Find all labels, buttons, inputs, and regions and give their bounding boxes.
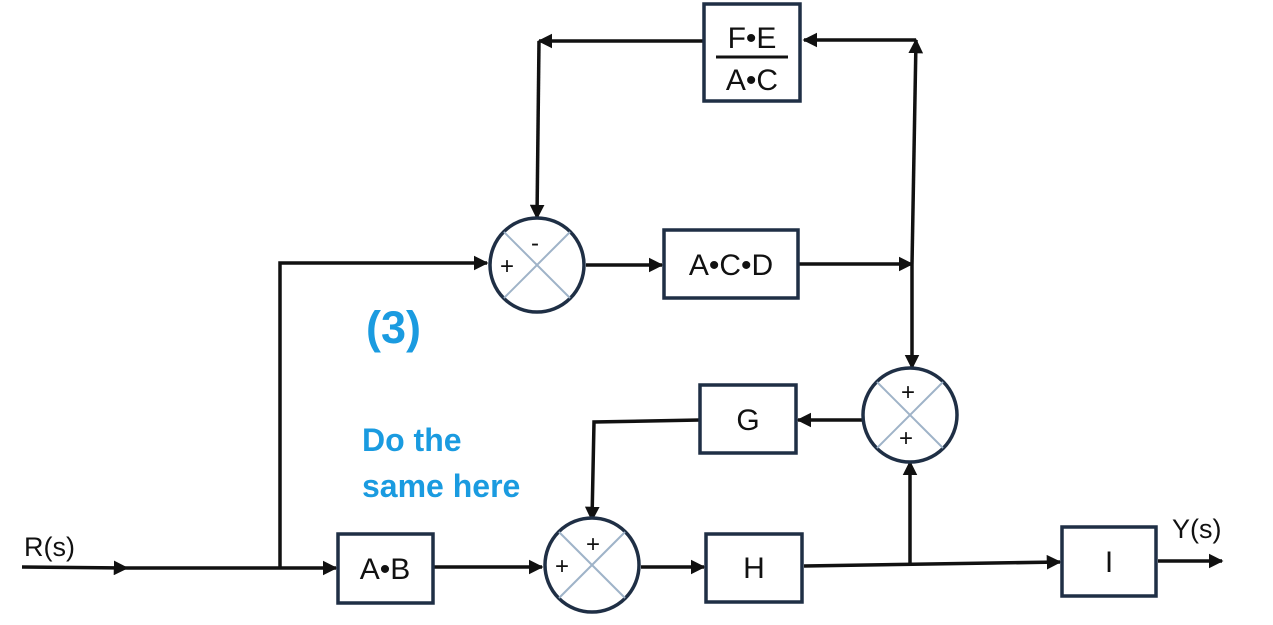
- summing-junction-top: + -: [488, 216, 586, 314]
- fe-ac-numerator: F•E: [728, 22, 777, 55]
- right-junction-top-sign: +: [901, 379, 915, 406]
- block-h: H: [704, 532, 804, 604]
- block-g: G: [698, 383, 798, 455]
- acd-label: A•C•D: [689, 249, 773, 282]
- right-junction-bottom-sign: +: [899, 425, 913, 452]
- block-fe-ac: F•E A•C: [702, 2, 802, 103]
- branch-up-line: [278, 255, 489, 568]
- input-arrow: [21, 560, 129, 576]
- summing-junction-bottom: + +: [543, 516, 641, 614]
- fe-ac-denominator: A•C: [726, 64, 778, 97]
- signal-lines: [21, 32, 1224, 576]
- top-junction-left-sign: +: [500, 253, 514, 280]
- output-label: Y(s): [1172, 514, 1222, 544]
- g-label: G: [736, 404, 759, 437]
- block-ab: A•B: [336, 532, 435, 605]
- summing-junction-right: + +: [861, 366, 959, 464]
- h-label: H: [743, 552, 765, 585]
- i-label: I: [1105, 546, 1113, 579]
- bottom-junction-left-sign: +: [555, 553, 569, 580]
- note-line-2: same here: [362, 468, 520, 504]
- bottom-junction-top-sign: +: [586, 531, 600, 558]
- input-label: R(s): [24, 532, 75, 562]
- ab-label: A•B: [360, 553, 411, 586]
- g-to-bottom-sum-line: [584, 418, 701, 522]
- feedback-down-line: [529, 40, 545, 220]
- feedback-up-line: [908, 38, 924, 266]
- h-out-line: [803, 554, 1062, 570]
- top-junction-top-sign: -: [531, 230, 539, 257]
- block-i: I: [1060, 525, 1158, 598]
- block-acd: A•C•D: [662, 228, 800, 300]
- note-line-1: Do the: [362, 422, 462, 458]
- diagram-number: (3): [366, 302, 421, 353]
